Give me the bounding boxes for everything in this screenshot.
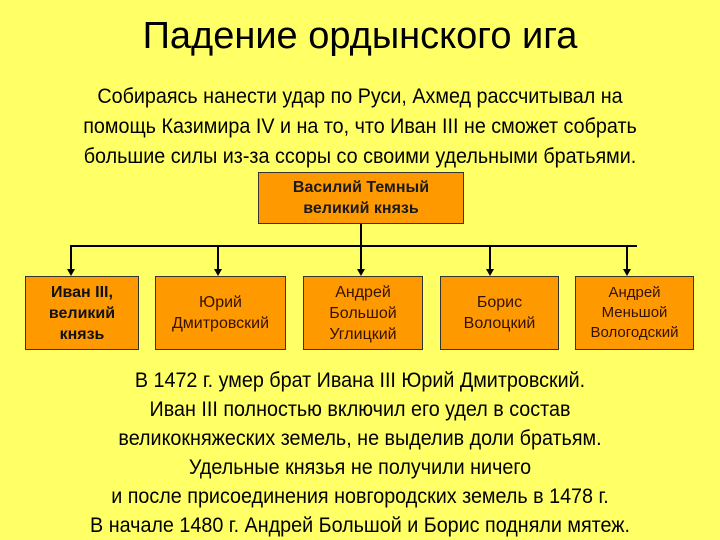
child-line: Углицкий	[329, 325, 397, 343]
tree-child-boris: Борис Волоцкий	[440, 276, 559, 350]
arrow-icon	[67, 269, 75, 276]
root-title: великий князь	[303, 200, 419, 217]
arrow-icon	[623, 269, 631, 276]
connector-root-vertical	[360, 224, 362, 246]
child-line: Большой	[329, 304, 397, 322]
outro-line: В 1472 г. умер брат Ивана III Юрий Дмитр…	[134, 369, 586, 392]
child-line: Волоцкий	[463, 315, 536, 332]
child-line: Андрей	[608, 284, 661, 301]
outro-line: великокняжеских земель, не выделив доли …	[118, 427, 602, 450]
outro-line: В начале 1480 г. Андрей Большой и Борис …	[90, 514, 630, 537]
arrow-icon	[486, 269, 494, 276]
intro-line: большие силы из-за ссоры со своими удель…	[83, 145, 637, 168]
tree-root-vasily: Василий Темный великий князь	[258, 172, 464, 224]
intro-line: помощь Казимира IV и на то, что Иван III…	[83, 115, 637, 138]
child-line: Вологодский	[590, 324, 679, 341]
tree-child-ivan: Иван III, великий князь	[25, 276, 139, 350]
child-line: Борис	[476, 294, 523, 311]
root-name: Василий Темный	[292, 179, 430, 196]
child-line: Дмитровский	[171, 315, 270, 332]
outro-line: Иван III полностью включил его удел в со…	[149, 398, 571, 421]
connector-drop-3	[360, 245, 362, 270]
child-line: Андрей	[335, 283, 391, 301]
intro-paragraph: Собираясь нанести удар по Руси, Ахмед ра…	[22, 82, 699, 172]
outro-paragraph: В 1472 г. умер брат Ивана III Юрий Дмитр…	[22, 366, 699, 540]
outro-line: Удельные князья не получили ничего	[188, 456, 532, 479]
child-line: Меньшой	[601, 304, 668, 321]
connector-drop-1	[70, 245, 72, 270]
tree-child-andrei-menshoi: Андрей Меньшой Вологодский	[575, 276, 694, 350]
connector-drop-2	[217, 245, 219, 270]
child-line: Юрий	[199, 294, 242, 311]
connector-horizontal	[70, 245, 637, 247]
connector-drop-4	[489, 245, 491, 270]
connector-drop-5	[626, 245, 628, 270]
tree-child-yuri: Юрий Дмитровский	[155, 276, 286, 350]
intro-line: Собираясь нанести удар по Руси, Ахмед ра…	[97, 85, 623, 108]
tree-child-andrei-bolshoi: Андрей Большой Углицкий	[303, 276, 423, 350]
child-line: Иван III,	[51, 283, 113, 301]
slide-title: Падение ордынского ига	[142, 15, 578, 57]
arrow-icon	[214, 269, 222, 276]
arrow-icon	[357, 269, 365, 276]
child-line: князь	[59, 325, 105, 343]
outro-line: и после присоединения новгородских земел…	[111, 485, 609, 508]
child-line: великий	[48, 304, 116, 322]
